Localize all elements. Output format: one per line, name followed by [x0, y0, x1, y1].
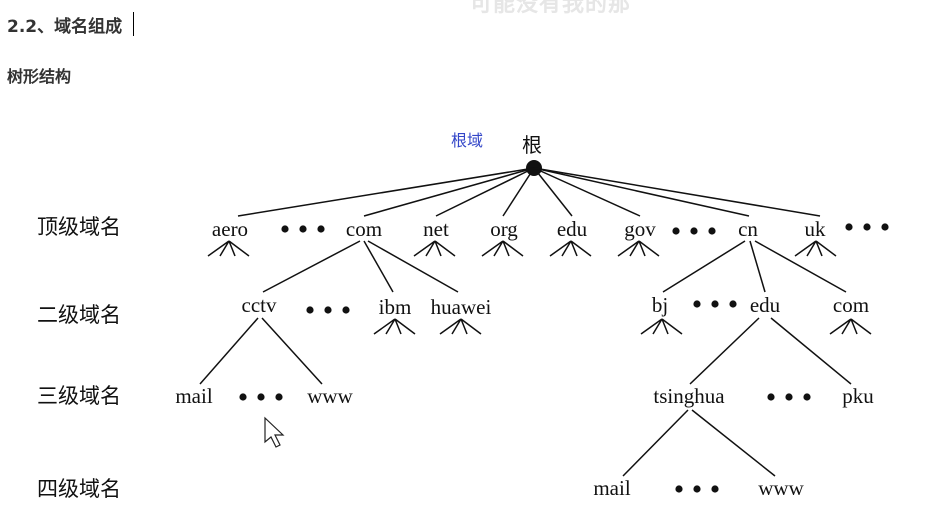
node-org: org [490, 217, 518, 241]
edge-com-huawei [367, 240, 459, 293]
com-edges [262, 240, 459, 293]
node-com: com [346, 217, 382, 241]
node-cctv: cctv [242, 293, 277, 317]
root-edges [237, 167, 821, 217]
edge-tsinghua-mail [622, 409, 689, 477]
text-cursor [133, 12, 134, 36]
edge-root-aero [237, 167, 535, 217]
edge-cn-edu [749, 240, 766, 293]
root-domain-annotation: 根域 [451, 131, 483, 150]
fork-com-cn [829, 318, 872, 335]
node-mail-tsinghua: mail [593, 476, 630, 500]
fork-huawei [439, 318, 482, 335]
fork-net [413, 240, 456, 257]
edge-com-ibm [363, 240, 394, 293]
edge-cctv-mail [199, 317, 259, 385]
fork-org [481, 240, 524, 257]
edge-root-uk [533, 167, 821, 217]
edge-root-edu [533, 167, 573, 217]
node-com-cn: com [833, 293, 869, 317]
edge-cn-com [754, 240, 847, 293]
edge-edu-tsinghua [689, 317, 760, 385]
level-label-third: 三级域名 [37, 384, 121, 408]
edge-root-cn [533, 167, 750, 217]
edge-cctv-www [261, 317, 323, 385]
ellipsis-cn [693, 300, 737, 308]
node-www-tsinghua: www [758, 476, 804, 500]
node-uk: uk [805, 217, 827, 241]
edu-edges [689, 317, 852, 385]
ellipsis-cctv [306, 306, 350, 314]
fork-edu [549, 240, 592, 257]
node-ibm: ibm [379, 295, 412, 319]
node-net: net [423, 217, 449, 241]
ellipsis-tsinghua [675, 485, 719, 493]
section-heading: 2.2、域名组成 [7, 17, 123, 37]
edge-edu-pku [770, 317, 852, 385]
watermark-text: 可能没有我的那 [470, 0, 632, 17]
edge-root-gov [533, 167, 641, 217]
node-bj: bj [652, 293, 668, 317]
ellipsis-top-3 [845, 223, 889, 231]
edge-tsinghua-www [691, 409, 776, 477]
node-pku: pku [842, 384, 874, 408]
fork-gov [617, 240, 660, 257]
node-mail-cctv: mail [175, 384, 212, 408]
edge-root-com [363, 167, 535, 217]
node-www-cctv: www [307, 384, 353, 408]
cctv-edges [199, 317, 323, 385]
ellipsis-edu [767, 393, 811, 401]
node-edu: edu [557, 217, 588, 241]
ellipsis-cctv-children [239, 393, 283, 401]
edge-root-net [435, 167, 535, 217]
fork-ibm [373, 318, 416, 335]
node-huawei: huawei [431, 295, 492, 319]
edge-cn-bj [662, 240, 746, 293]
node-tsinghua: tsinghua [653, 384, 725, 408]
level-label-second: 二级域名 [37, 303, 121, 327]
root-label: 根 [522, 133, 542, 157]
node-cn: cn [738, 217, 758, 241]
section-subheading: 树形结构 [7, 67, 72, 86]
mouse-pointer-icon [264, 416, 285, 448]
node-aero: aero [212, 217, 248, 241]
fork-bj [640, 318, 683, 335]
node-edu-cn: edu [750, 293, 781, 317]
node-gov: gov [624, 217, 656, 241]
level-label-fourth: 四级域名 [37, 477, 121, 501]
cn-edges [662, 240, 847, 293]
edge-com-cctv [262, 240, 361, 293]
fork-aero [207, 240, 250, 257]
level-label-top: 顶级域名 [37, 215, 121, 239]
ellipsis-top-1 [281, 225, 325, 233]
fork-uk [794, 240, 837, 257]
ellipsis-top-2 [672, 227, 716, 235]
tsinghua-edges [622, 409, 776, 477]
edge-root-org [502, 167, 535, 217]
